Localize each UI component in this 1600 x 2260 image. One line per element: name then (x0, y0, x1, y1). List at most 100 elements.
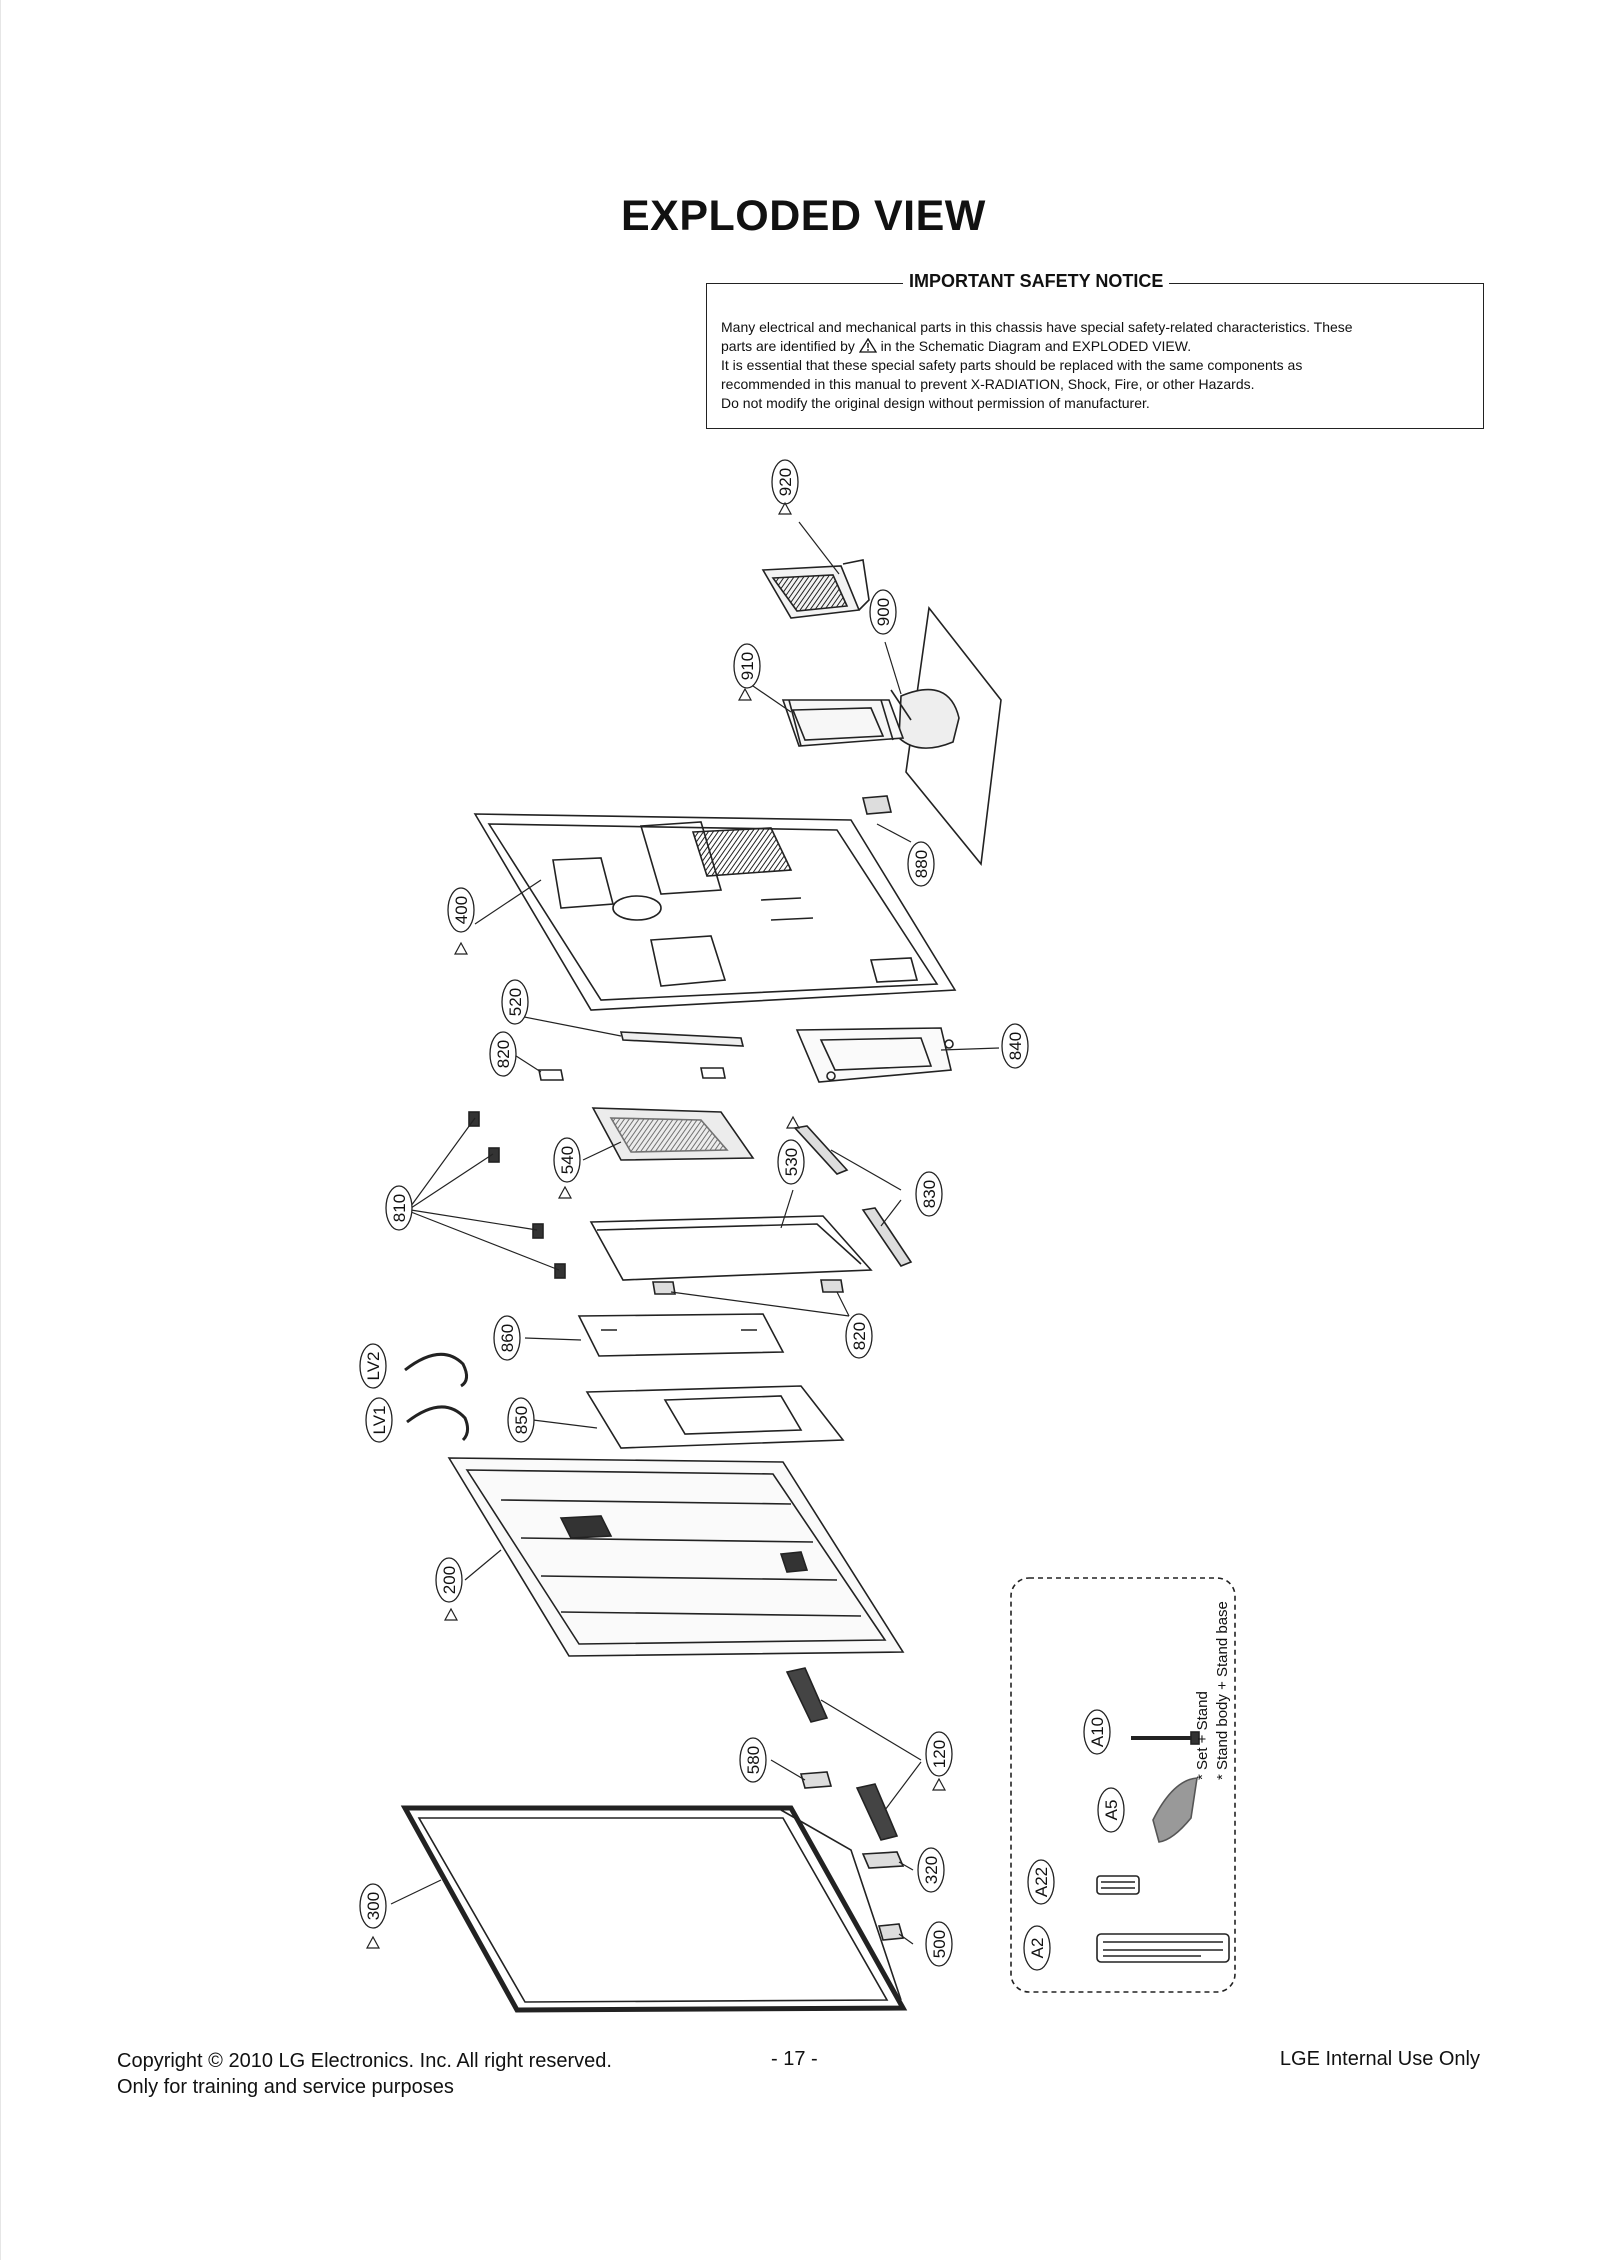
lvds-cables-part (404, 1352, 470, 1442)
side-bracket-part (793, 1125, 913, 1267)
callout-540: 540 (553, 1137, 581, 1183)
svg-text:580: 580 (744, 1746, 763, 1774)
svg-text:840: 840 (1006, 1032, 1025, 1060)
svg-text:400: 400 (452, 896, 471, 924)
insulator-sheet-860-part (577, 1313, 785, 1357)
svg-text:320: 320 (922, 1856, 941, 1884)
callout-300: 300 (359, 1883, 387, 1929)
callout-a10: A10 (1083, 1709, 1111, 1755)
callout-520: 520 (501, 979, 529, 1025)
svg-text:520: 520 (506, 988, 525, 1016)
callout-500: 500 (925, 1921, 953, 1967)
svg-text:500: 500 (930, 1930, 949, 1958)
clip-820-part (652, 1279, 844, 1295)
callout-850: 850 (507, 1397, 535, 1443)
svg-text:830: 830 (920, 1180, 939, 1208)
notice-line-3: It is essential that these special safet… (721, 357, 1303, 373)
svg-text:120: 120 (930, 1740, 949, 1768)
svg-text:540: 540 (558, 1146, 577, 1174)
copyright-line: Copyright © 2010 LG Electronics. Inc. Al… (117, 2050, 612, 2072)
svg-text:A22: A22 (1032, 1867, 1051, 1897)
main-board-part (591, 1107, 755, 1161)
support-rail-part (538, 1031, 745, 1081)
callout-a5: A5 (1097, 1787, 1125, 1833)
page-number: - 17 - (771, 2048, 818, 2070)
svg-text:A5: A5 (1102, 1800, 1121, 1821)
callout-810: 810 (385, 1185, 413, 1231)
callout-900: 900 (869, 589, 897, 635)
small-board-part (861, 1851, 905, 1941)
insulator-sheet-850-part (585, 1385, 845, 1449)
safety-notice-body: Many electrical and mechanical parts in … (721, 318, 1473, 413)
svg-text:820: 820 (494, 1040, 513, 1068)
footer-left: Copyright © 2010 LG Electronics. Inc. Al… (117, 2048, 612, 2100)
warning-triangle-icon (858, 338, 877, 353)
purpose-line: Only for training and service purposes (117, 2076, 454, 2098)
svg-text:LV1: LV1 (370, 1406, 389, 1435)
accessories-box: A10 A5 A22 A2 * Set + Stand * Stand body… (1010, 1577, 1236, 1993)
notice-line-4: recommended in this manual to prevent X-… (721, 376, 1255, 392)
back-cover-part (473, 813, 957, 1011)
callout-820-lower: 820 (845, 1313, 873, 1359)
main-frame-part (447, 1457, 905, 1657)
callout-200: 200 (435, 1557, 463, 1603)
callout-a2: A2 (1023, 1925, 1051, 1971)
callout-a22: A22 (1027, 1859, 1055, 1905)
front-cabinet-part (400, 1805, 908, 2013)
stand-cover-part (761, 559, 870, 619)
callout-860: 860 (493, 1315, 521, 1361)
svg-text:530: 530 (782, 1148, 801, 1176)
stand-base-part (890, 606, 1002, 866)
notice-line-2a: parts are identified by (721, 338, 855, 354)
callout-830: 830 (915, 1171, 943, 1217)
notice-line-2b: in the Schematic Diagram and EXPLODED VI… (880, 338, 1192, 354)
leader-lines (390, 521, 1000, 1945)
notice-line-1: Many electrical and mechanical parts in … (721, 319, 1353, 335)
internal-use-label: LGE Internal Use Only (1279, 2048, 1480, 2070)
speakers-part (785, 1667, 899, 1841)
svg-text:200: 200 (440, 1566, 459, 1594)
shield-plate-part (589, 1215, 873, 1281)
svg-text:910: 910 (738, 652, 757, 680)
safety-notice-heading: IMPORTANT SAFETY NOTICE (903, 271, 1170, 292)
accessory-note-1: * Set + Stand (1194, 1691, 1211, 1780)
callout-320: 320 (917, 1847, 945, 1893)
callout-lv1: LV1 (365, 1397, 393, 1443)
svg-text:860: 860 (498, 1324, 517, 1352)
svg-text:880: 880 (912, 850, 931, 878)
svg-text:900: 900 (874, 598, 893, 626)
svg-text:LV2: LV2 (364, 1352, 383, 1381)
page-title: EXPLODED VIEW (621, 192, 986, 240)
callout-120: 120 (925, 1731, 953, 1777)
remote-small-part (1096, 1875, 1140, 1895)
notice-line-2: parts are identified by in the Schematic… (721, 337, 1473, 356)
callout-880: 880 (907, 841, 935, 887)
callout-840: 840 (1001, 1023, 1029, 1069)
callout-530: 530 (777, 1139, 805, 1185)
svg-text:300: 300 (364, 1892, 383, 1920)
callout-400: 400 (447, 887, 475, 933)
svg-text:920: 920 (776, 468, 795, 496)
svg-text:A2: A2 (1028, 1938, 1047, 1959)
board-580-part (799, 1771, 833, 1789)
safety-warning-markers (365, 501, 947, 1949)
safety-notice-box: IMPORTANT SAFETY NOTICE Many electrical … (706, 271, 1484, 429)
wall-bracket-part (795, 1027, 954, 1083)
bracket-880-part (861, 795, 893, 815)
svg-text:820: 820 (850, 1322, 869, 1350)
accessory-note-2: * Stand body + Stand base (1214, 1601, 1231, 1780)
callout-lv2: LV2 (359, 1343, 387, 1389)
notice-line-5: Do not modify the original design withou… (721, 395, 1150, 411)
svg-text:850: 850 (512, 1406, 531, 1434)
stand-screw-part (1131, 1731, 1200, 1745)
accessory-a5-part (1152, 1777, 1198, 1843)
callout-labels: 920 900 910 880 400 520 820 840 540 530 … (359, 459, 1029, 1967)
callout-580: 580 (739, 1737, 767, 1783)
svg-text:810: 810 (390, 1194, 409, 1222)
callout-910: 910 (733, 643, 761, 689)
remote-main-part (1096, 1933, 1230, 1963)
svg-text:A10: A10 (1088, 1717, 1107, 1747)
callout-820-upper: 820 (489, 1031, 517, 1077)
